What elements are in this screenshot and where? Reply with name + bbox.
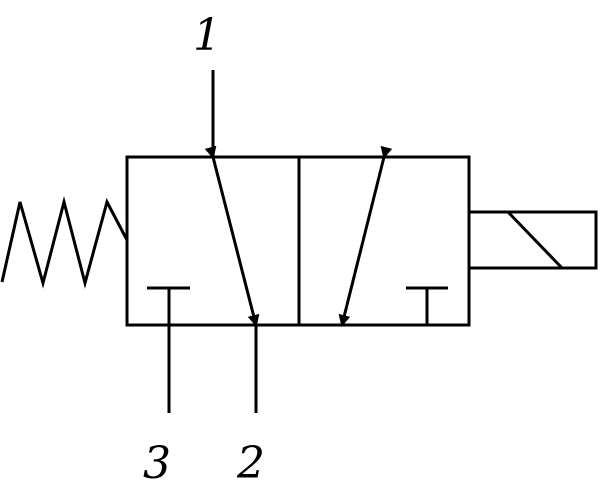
port-label-1: 1 bbox=[193, 10, 221, 61]
solenoid-symbol bbox=[467, 210, 598, 270]
port-label-2: 2 bbox=[237, 438, 265, 489]
flow-arrow-right bbox=[338, 145, 393, 327]
solenoid-winding bbox=[506, 210, 564, 270]
flow-arrow-1-to-2 bbox=[204, 145, 260, 327]
port-label-3: 3 bbox=[143, 438, 171, 489]
spring-symbol bbox=[0, 196, 129, 289]
